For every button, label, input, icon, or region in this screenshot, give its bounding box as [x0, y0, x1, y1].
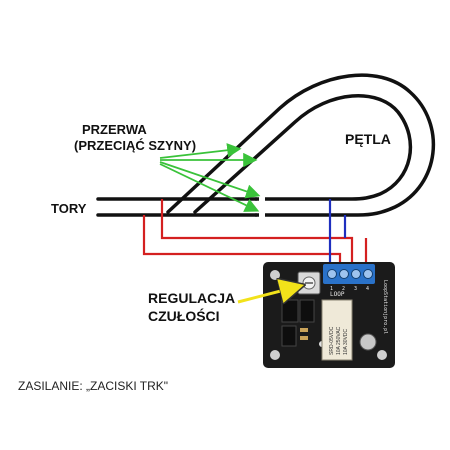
screw-2 — [339, 269, 349, 279]
wires — [142, 199, 368, 268]
sensitivity-arrow — [237, 286, 300, 302]
screw-4 — [363, 269, 373, 279]
terminal-number-4: 4 — [366, 286, 369, 292]
loop-track — [166, 73, 436, 217]
gap-outer-upper — [244, 141, 256, 153]
ic-chip-1 — [281, 299, 299, 323]
screw-1 — [327, 269, 337, 279]
wire-red-main-upper — [160, 199, 354, 268]
label-czulosci: CZUŁOŚCI — [148, 307, 220, 324]
label-zasilanie: ZASILANIE: „ZACISKI TRK" — [18, 379, 168, 393]
gap-arrow-3 — [159, 161, 261, 199]
ic-chip-3 — [281, 325, 297, 347]
relay-text-3: 10A 30VDC — [343, 328, 349, 355]
gap-arrow-1 — [159, 143, 242, 159]
mount-hole-tl — [270, 270, 280, 280]
main-track — [96, 197, 258, 217]
ic-chip-2 — [299, 299, 315, 323]
mount-hole-br — [377, 350, 387, 360]
rail-gaps — [244, 141, 271, 218]
loop-module-board: LOOP 1 2 3 4 SRD-05VDC 10A 250VAC 10A 30… — [263, 262, 395, 368]
mount-hole-bl — [270, 350, 280, 360]
loop-outer-rail — [166, 73, 436, 217]
terminal-number-3: 3 — [354, 286, 357, 292]
capacitor — [359, 333, 377, 351]
wire-red-main-lower — [142, 215, 342, 268]
gap-inner-upper — [259, 151, 271, 163]
terminal-number-2: 2 — [342, 286, 345, 292]
gap-arrows — [159, 143, 261, 212]
terminal-number-1: 1 — [330, 286, 333, 292]
terminal-label: LOOP — [330, 291, 345, 298]
relay-text-1: SRD-05VDC — [329, 326, 335, 355]
relay-text-2: 10A 250VAC — [336, 326, 342, 355]
label-petla: PĘTLA — [345, 131, 391, 147]
relay — [321, 299, 353, 361]
label-regulacja: REGULACJA — [148, 290, 235, 306]
smd-component-1 — [300, 328, 308, 332]
screw-3 — [351, 269, 361, 279]
label-tory: TORY — [51, 201, 87, 216]
board-side-text: LoopStationjpro.pl — [382, 280, 388, 334]
label-przeciac-szyny: (PRZECIĄĆ SZYNY) — [74, 138, 196, 153]
label-przerwa: PRZERWA — [82, 122, 147, 137]
gap-arrow-4 — [159, 163, 260, 212]
smd-component-2 — [300, 336, 308, 340]
loop-inner-rail — [193, 94, 413, 214]
